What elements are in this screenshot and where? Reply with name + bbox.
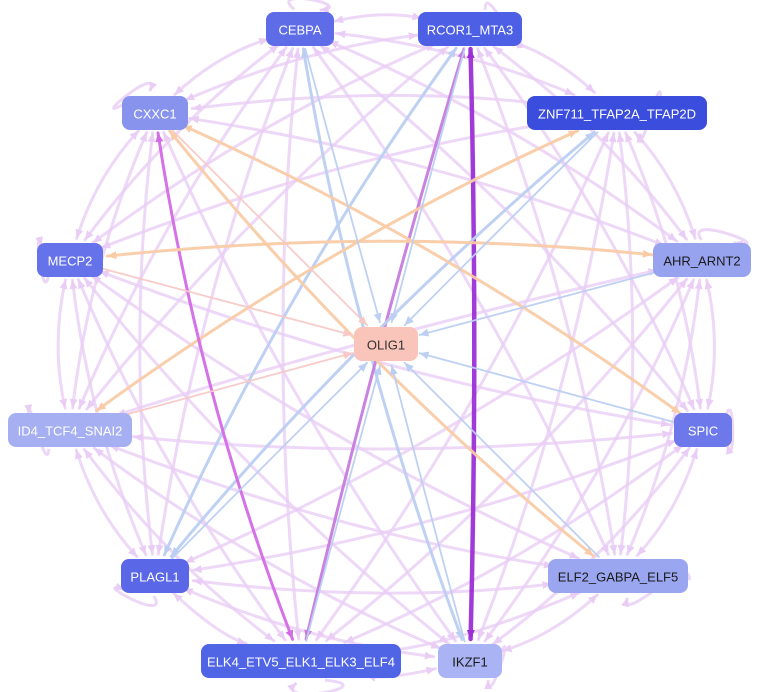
node-mecp2[interactable]: MECP2 [37,243,103,277]
self-loop-cebpa [287,0,331,14]
node-ikzf1[interactable]: IKZF1 [438,644,502,678]
node-znf711[interactable]: ZNF711_TFAP2A_TFAP2D [527,96,707,130]
edge-elf2-ikzf1 [501,593,599,653]
edge-cxxc1-olig1 [171,129,369,327]
edge-rcor1-olig1 [390,48,466,324]
edge-znf711-id4 [95,129,580,413]
edge-id4-olig1 [116,351,354,418]
edge-mecp2-id4 [56,278,68,410]
edge-plagl1-olig1 [171,361,369,560]
node-elk4[interactable]: ELK4_ETV5_ELK1_ELK3_ELF4 [201,644,401,678]
edge-cxxc1-elk4 [155,131,295,641]
self-loop-elk4 [287,678,345,692]
self-loop-ahr [697,228,749,249]
edge-ahr-olig1 [418,270,661,337]
edge-elf2-olig1 [403,361,600,558]
edge-elk4-olig1 [305,364,382,642]
edge-spic-olig1 [418,351,675,423]
edge-znf711-olig1 [403,131,599,327]
edge-cebpa-rcor1 [332,12,423,24]
node-spic[interactable]: SPIC [674,413,732,447]
node-id4[interactable]: ID4_TCF4_SNAI2 [8,413,132,447]
edge-rcor1-ikzf1 [466,46,477,642]
edge-cebpa-olig1 [304,47,382,324]
node-plagl1[interactable]: PLAGL1 [121,559,189,593]
node-cebpa[interactable]: CEBPA [266,12,334,46]
node-olig1[interactable]: OLIG1 [354,327,418,361]
self-loop-spic [724,408,735,455]
node-rcor1[interactable]: RCOR1_MTA3 [418,12,522,46]
node-elf2[interactable]: ELF2_GABPA_ELF5 [548,559,688,593]
edge-ikzf1-olig1 [390,364,466,643]
edge-ahr-mecp2 [105,239,654,260]
edge-mecp2-olig1 [101,267,354,337]
node-cxxc1[interactable]: CXXC1 [122,96,188,130]
node-ahr[interactable]: AHR_ARNT2 [653,243,751,277]
self-loop-cxxc1 [112,81,158,110]
edge-ahr-spic [704,278,716,410]
